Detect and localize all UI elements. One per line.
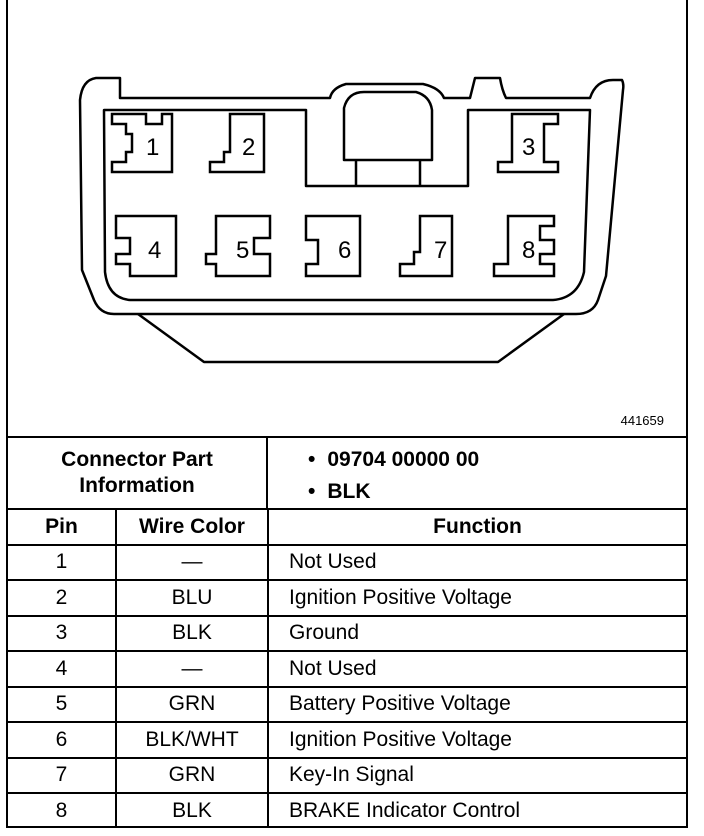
function-cell: Battery Positive Voltage [268, 685, 686, 722]
pin-cell: 8 [8, 792, 117, 828]
pin-number-label: 1 [146, 134, 159, 161]
pin-cell: 3 [8, 614, 117, 651]
figure-id: 441659 [620, 413, 664, 428]
pin-cell: 4 [8, 650, 117, 687]
pin-number-label: 3 [522, 134, 535, 161]
wire-color-cell: — [116, 543, 269, 580]
pin-table-header: Pin Wire Color Function [8, 508, 686, 545]
wire-color-cell: BLU [116, 579, 269, 616]
connector-inner-outline [102, 108, 592, 302]
connector-housing-outline [78, 76, 625, 316]
terminal-cavity-1 [110, 112, 174, 174]
wire-color-cell: BLK [116, 792, 269, 828]
wire-color-cell: GRN [116, 685, 269, 722]
connector-info-label-line1: Connector Part [61, 448, 213, 471]
pin-cell: 5 [8, 685, 117, 722]
pin-number-label: 6 [338, 237, 351, 264]
function-cell: Ignition Positive Voltage [268, 721, 686, 758]
wire-color-cell: — [116, 650, 269, 687]
connector-info-values: 09704 00000 00 BLK [308, 444, 479, 508]
connector-info-label-line2: Information [79, 474, 195, 497]
terminal-cavity-8 [492, 214, 556, 278]
connector-diagram: 1 2 3 4 5 6 7 8 441659 [8, 0, 686, 436]
terminal-cavity-6 [304, 214, 362, 278]
function-cell: Not Used [268, 650, 686, 687]
terminal-cavity-2 [208, 112, 266, 174]
connector-info-row: Connector Part Information 09704 00000 0… [8, 436, 686, 508]
function-cell: Not Used [268, 543, 686, 580]
connector-face-drawing: 1 2 3 4 5 6 7 8 [78, 76, 625, 364]
connector-info-label: Connector Part Information [8, 438, 268, 508]
function-cell: BRAKE Indicator Control [268, 792, 686, 828]
terminal-cavity-4 [114, 214, 178, 278]
pin-number-label: 7 [434, 237, 447, 264]
pin-cell: 2 [8, 579, 117, 616]
wire-color-cell: BLK/WHT [116, 721, 269, 758]
connector-part-number: 09704 00000 00 [308, 444, 479, 476]
terminal-cavity-5 [204, 214, 272, 278]
pin-cell: 1 [8, 543, 117, 580]
wire-color-cell: GRN [116, 756, 269, 793]
connector-color: BLK [308, 476, 479, 508]
pin-number-label: 8 [522, 237, 535, 264]
function-cell: Ground [268, 614, 686, 651]
header-pin: Pin [8, 508, 117, 545]
function-cell: Key-In Signal [268, 756, 686, 793]
pin-number-label: 4 [148, 237, 161, 264]
table-row: 1—Not Used [8, 543, 686, 580]
connector-latch [342, 90, 434, 162]
pin-cell: 6 [8, 721, 117, 758]
terminal-cavity-7 [398, 214, 454, 278]
pin-cell: 7 [8, 756, 117, 793]
header-function: Function [268, 508, 686, 545]
pin-number-label: 2 [242, 134, 255, 161]
table-row: 4—Not Used [8, 650, 686, 687]
function-cell: Ignition Positive Voltage [268, 579, 686, 616]
wire-color-cell: BLK [116, 614, 269, 651]
pin-number-label: 5 [236, 237, 249, 264]
terminal-cavity-3 [496, 112, 560, 174]
connector-skirt [137, 312, 565, 364]
header-wire-color: Wire Color [116, 508, 269, 545]
